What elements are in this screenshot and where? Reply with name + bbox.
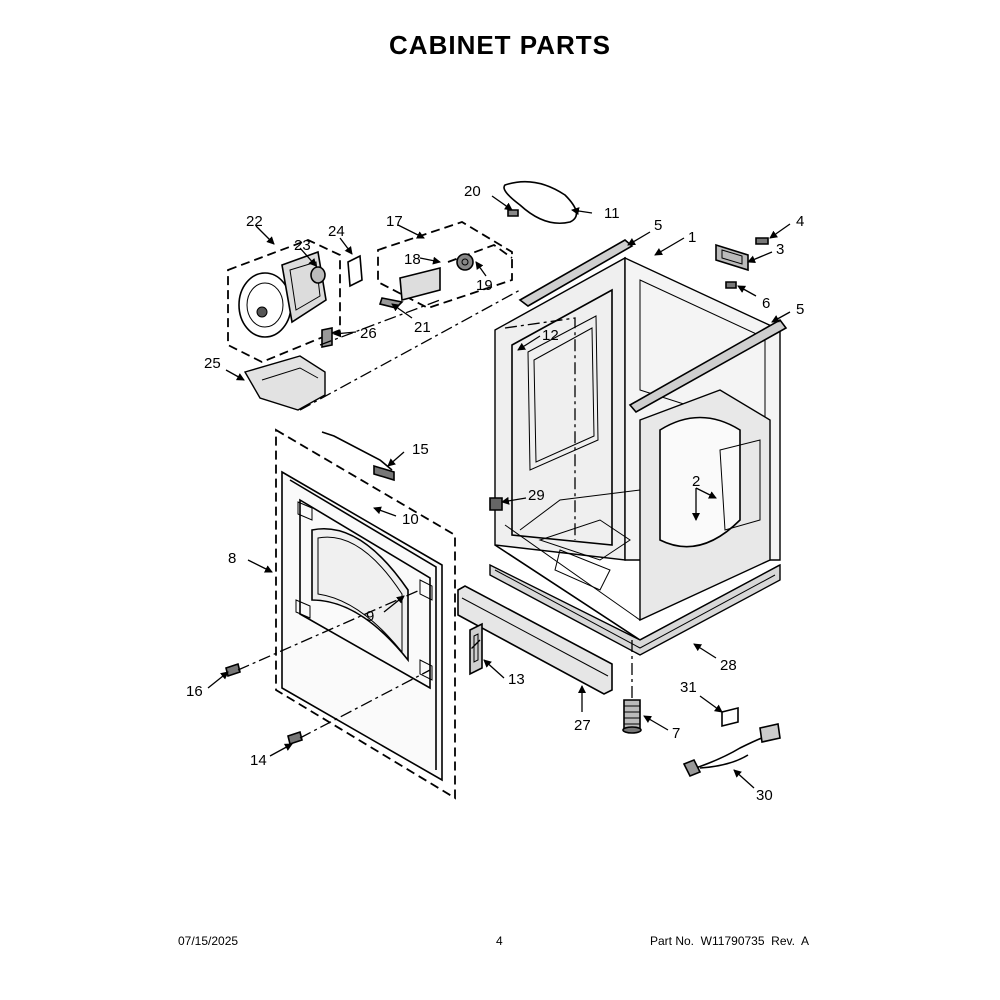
callout-15: 15 xyxy=(412,441,429,458)
callout-labels: 1 2 3 4 5 5 6 7 8 9 10 11 12 13 14 15 16… xyxy=(186,183,804,804)
callout-31: 31 xyxy=(680,679,697,696)
callout-26: 26 xyxy=(360,325,377,342)
callout-6: 6 xyxy=(762,295,770,312)
callout-30: 30 xyxy=(756,787,773,804)
drive-belt xyxy=(503,180,578,224)
callout-13: 13 xyxy=(508,671,525,688)
toe-panel xyxy=(457,585,613,695)
callout-19: 19 xyxy=(476,277,493,294)
callout-5-top: 5 xyxy=(654,217,662,234)
page-title: CABINET PARTS xyxy=(389,30,611,60)
power-cord xyxy=(682,706,781,778)
callout-14: 14 xyxy=(250,752,267,769)
callout-10: 10 xyxy=(402,511,419,528)
wire-harness xyxy=(321,431,395,482)
callout-17: 17 xyxy=(386,213,403,230)
footer-part-number: Part No. W11790735 Rev. A xyxy=(650,934,809,948)
callout-3: 3 xyxy=(776,241,784,258)
motor-assembly xyxy=(227,239,341,363)
callout-20: 20 xyxy=(464,183,481,200)
footer-date: 07/15/2025 xyxy=(178,934,239,948)
leveling-foot xyxy=(622,699,642,734)
callout-2: 2 xyxy=(692,473,700,490)
callout-18: 18 xyxy=(404,251,421,268)
callout-24: 24 xyxy=(328,223,345,240)
motor-mount xyxy=(243,254,363,411)
callout-25: 25 xyxy=(204,355,221,372)
idler-assembly xyxy=(377,221,513,309)
callout-28: 28 xyxy=(720,657,737,674)
leader-lines xyxy=(207,195,791,789)
callout-11: 11 xyxy=(604,205,620,222)
callout-12: 12 xyxy=(542,327,559,344)
front-panel xyxy=(275,428,456,800)
callout-8: 8 xyxy=(228,550,236,567)
callout-1: 1 xyxy=(688,229,696,246)
screws xyxy=(225,497,503,746)
callout-23: 23 xyxy=(294,237,311,254)
assembly-guide-lines xyxy=(237,289,633,739)
callout-21: 21 xyxy=(414,319,431,336)
callout-22: 22 xyxy=(246,213,263,230)
callout-27: 27 xyxy=(574,717,591,734)
callout-16: 16 xyxy=(186,683,203,700)
cabinet-shell xyxy=(489,239,788,656)
callout-7: 7 xyxy=(672,725,680,742)
callout-4: 4 xyxy=(796,213,804,230)
rear-bracket xyxy=(715,237,769,289)
callout-29: 29 xyxy=(528,487,545,504)
footer-page-number: 4 xyxy=(496,934,503,948)
callout-5-right: 5 xyxy=(796,301,804,318)
callout-9: 9 xyxy=(366,608,374,625)
